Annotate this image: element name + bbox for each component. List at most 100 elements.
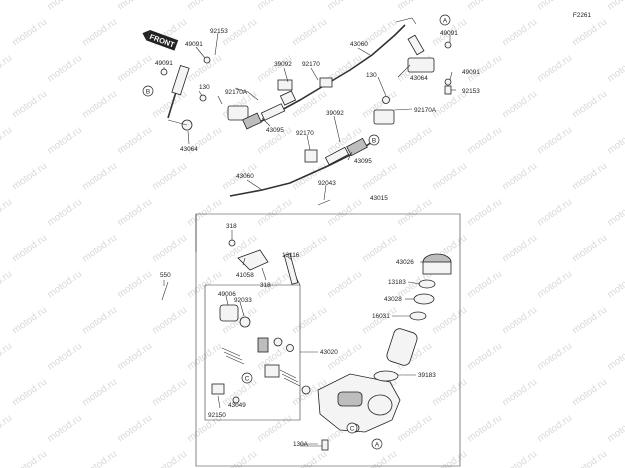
part-label: 39092 bbox=[274, 61, 292, 68]
svg-text:B: B bbox=[372, 137, 376, 144]
part-labels: 92153 49091 49091 92170A 130 43064 39092… bbox=[155, 28, 480, 448]
part-label: 92033 bbox=[234, 297, 252, 304]
watermark-text: motod.ru bbox=[290, 305, 329, 337]
watermark-text: motod.ru bbox=[80, 449, 119, 468]
watermark-text: motod.ru bbox=[255, 413, 294, 445]
watermark-text: motod.ru bbox=[605, 269, 625, 301]
ref-marker-a-top bbox=[439, 14, 451, 26]
watermark-text: motod.ru bbox=[535, 413, 574, 445]
watermark-text: motod.ru bbox=[360, 233, 399, 265]
watermark-text: motod.ru bbox=[0, 125, 14, 157]
watermark-text: motod.ru bbox=[535, 125, 574, 157]
part-label: 130 bbox=[199, 84, 210, 91]
watermark-text: motod.ru bbox=[360, 161, 399, 193]
watermark-text: motod.ru bbox=[0, 413, 14, 445]
reference-markers: A B B C C A bbox=[142, 14, 451, 450]
watermark-text: motod.ru bbox=[430, 305, 469, 337]
watermark-text: motod.ru bbox=[500, 449, 539, 468]
svg-text:B: B bbox=[146, 88, 150, 95]
watermark-text: motod.ru bbox=[325, 269, 364, 301]
watermark-text: motod.ru bbox=[115, 197, 154, 229]
svg-text:C: C bbox=[245, 375, 250, 382]
watermark-text: motod.ru bbox=[325, 341, 364, 373]
watermark-text: motod.ru bbox=[465, 269, 504, 301]
part-label: 92170A bbox=[225, 89, 248, 96]
watermark-text: motod.ru bbox=[570, 161, 609, 193]
part-label: 43060 bbox=[236, 173, 254, 180]
watermark-text: motod.ru bbox=[500, 161, 539, 193]
watermark-text: motod.ru bbox=[605, 197, 625, 229]
part-label: 41058 bbox=[236, 272, 254, 279]
ref-marker-a-bottom bbox=[371, 438, 383, 450]
part-label: 43064 bbox=[410, 75, 428, 82]
watermark-text: motod.ru bbox=[605, 53, 625, 85]
part-label: 92170 bbox=[302, 61, 320, 68]
part-label: 39183 bbox=[418, 372, 436, 379]
watermark-text: motod.ru bbox=[80, 377, 119, 409]
watermark-text: motod.ru bbox=[10, 89, 49, 121]
watermark-text: motod.ru bbox=[150, 89, 189, 121]
watermark-text: motod.ru bbox=[360, 305, 399, 337]
watermark-text: motod.ru bbox=[80, 305, 119, 337]
watermark-text: motod.ru bbox=[115, 0, 154, 12]
watermark-text: motod.ru bbox=[185, 0, 224, 12]
watermark-text: motod.ru bbox=[430, 161, 469, 193]
watermark-text: motod.ru bbox=[115, 125, 154, 157]
watermark-text: motod.ru bbox=[430, 377, 469, 409]
watermark-text: motod.ru bbox=[220, 449, 259, 468]
part-label: 550 bbox=[160, 272, 171, 279]
watermark-text: motod.ru bbox=[0, 341, 14, 373]
watermark-text: motod.ru bbox=[150, 161, 189, 193]
watermark-text: motod.ru bbox=[45, 269, 84, 301]
watermark-text: motod.ru bbox=[80, 161, 119, 193]
watermark-text: motod.ru bbox=[605, 0, 625, 12]
watermark-text: motod.ru bbox=[0, 53, 14, 85]
watermark-text: motod.ru bbox=[570, 377, 609, 409]
watermark-text: motod.ru bbox=[395, 125, 434, 157]
part-label: 13116 bbox=[282, 252, 300, 259]
watermark-text: motod.ru bbox=[465, 341, 504, 373]
part-label: 49091 bbox=[185, 41, 203, 48]
part-label: 43095 bbox=[266, 127, 284, 134]
watermark-text: motod.ru bbox=[290, 449, 329, 468]
part-label: 92150 bbox=[208, 412, 226, 419]
watermark-text: motod.ru bbox=[10, 161, 49, 193]
watermark-text: motod.ru bbox=[150, 233, 189, 265]
watermark-text: motod.ru bbox=[290, 233, 329, 265]
watermark-text: motod.ru bbox=[150, 305, 189, 337]
part-label: 43026 bbox=[396, 259, 414, 266]
watermark-text: motod.ru bbox=[115, 53, 154, 85]
watermark-text: motod.ru bbox=[430, 449, 469, 468]
watermark-text: motod.ru bbox=[115, 269, 154, 301]
watermark-text: motod.ru bbox=[45, 197, 84, 229]
watermark-text: motod.ru bbox=[605, 413, 625, 445]
watermark-text: motod.ru bbox=[0, 269, 14, 301]
watermark-text: motod.ru bbox=[360, 449, 399, 468]
part-label: 49091 bbox=[462, 69, 480, 76]
svg-text:A: A bbox=[443, 17, 448, 24]
svg-text:A: A bbox=[375, 441, 380, 448]
watermark-text: motod.ru bbox=[570, 17, 609, 49]
watermark-text: motod.ru bbox=[10, 449, 49, 468]
watermark-text: motod.ru bbox=[535, 53, 574, 85]
watermark-text: motod.ru bbox=[80, 89, 119, 121]
watermark-text: motod.ru bbox=[465, 125, 504, 157]
watermark-text: motod.ru bbox=[10, 305, 49, 337]
part-label: 49091 bbox=[155, 60, 173, 67]
ref-marker-b-right bbox=[368, 134, 380, 146]
diagram-code: F2261 bbox=[573, 12, 592, 19]
watermark-text: motod.ru bbox=[535, 0, 574, 12]
watermark-text: motod.ru bbox=[535, 197, 574, 229]
watermark-text: motod.ru bbox=[605, 125, 625, 157]
watermark-text: motod.ru bbox=[500, 233, 539, 265]
watermark-text: motod.ru bbox=[570, 89, 609, 121]
watermark-text: motod.ru bbox=[465, 197, 504, 229]
watermark-text: motod.ru bbox=[45, 413, 84, 445]
watermark-text: motod.ru bbox=[465, 0, 504, 12]
watermark-text: motod.ru bbox=[325, 197, 364, 229]
part-label: 43015 bbox=[370, 195, 388, 202]
watermark-text: motod.ru bbox=[115, 413, 154, 445]
watermark-text: motod.ru bbox=[500, 377, 539, 409]
part-label: 43020 bbox=[320, 349, 338, 356]
